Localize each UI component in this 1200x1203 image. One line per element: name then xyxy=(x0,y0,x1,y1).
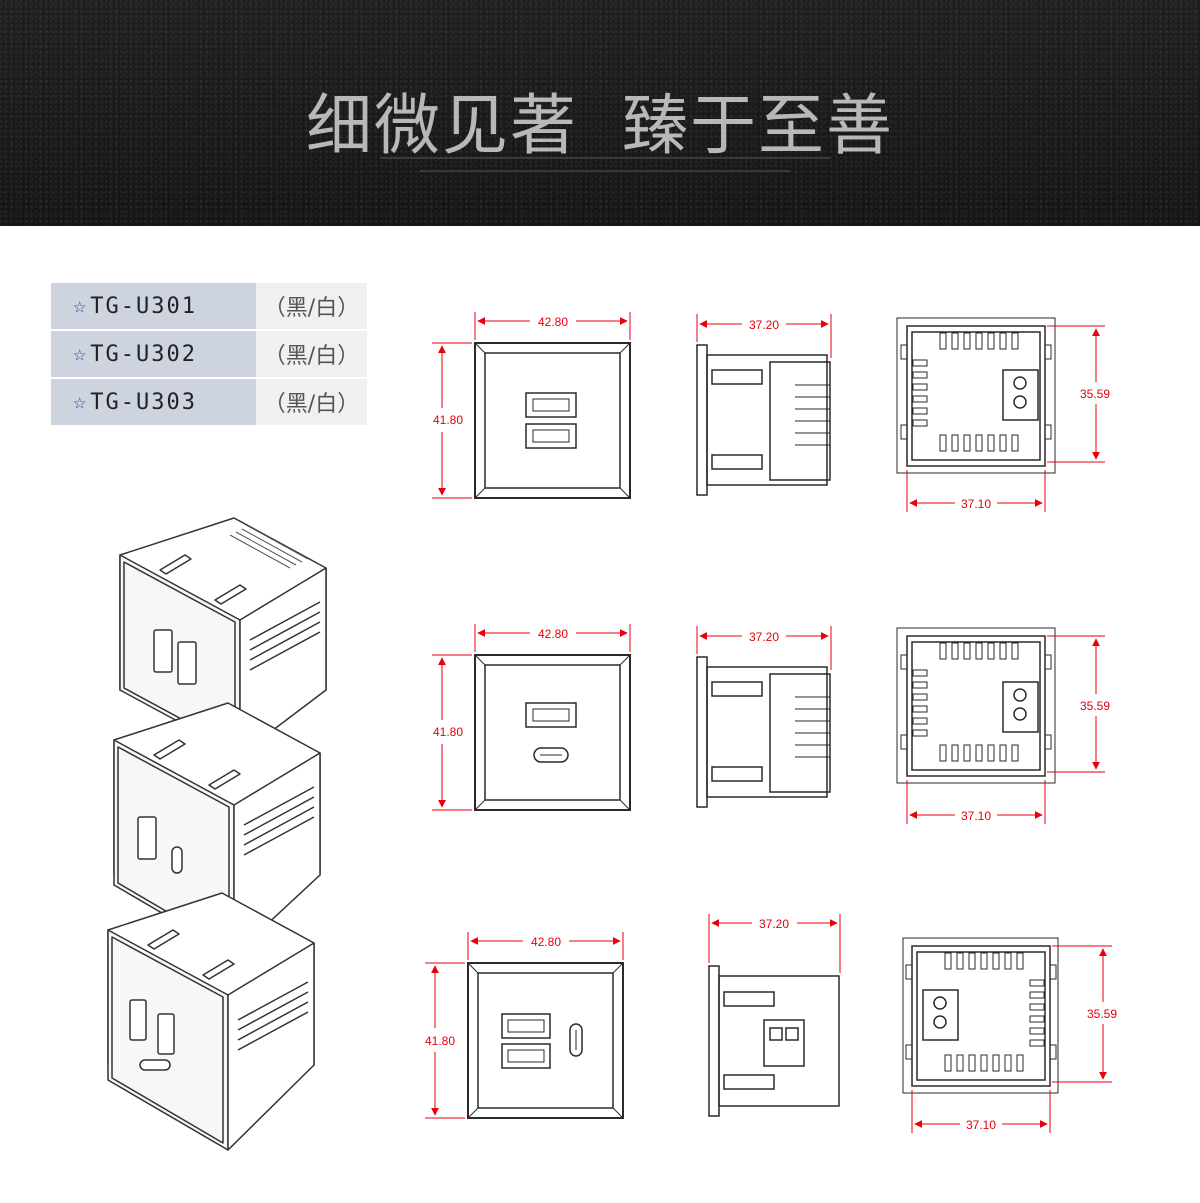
slogan-part-2: 臻于至善 xyxy=(622,87,894,164)
back-height-dimension: 35.59 xyxy=(1087,1007,1117,1021)
back-width-dimension: 37.10 xyxy=(961,809,991,823)
back-view xyxy=(902,937,1059,1094)
back-height-dimension: 35.59 xyxy=(1080,387,1110,401)
model-row: ☆TG-U301 （黑/白） xyxy=(51,283,367,329)
back-width-dimension: 37.10 xyxy=(966,1118,996,1132)
model-row: ☆TG-U303 （黑/白） xyxy=(51,379,367,425)
back-view xyxy=(896,317,1056,474)
star-icon: ☆ xyxy=(73,389,89,415)
back-width-dimension: 37.10 xyxy=(961,497,991,511)
front-view xyxy=(474,342,631,499)
front-width-dimension: 42.80 xyxy=(531,935,561,949)
model-name: TG-U303 xyxy=(90,389,197,415)
model-color: （黑/白） xyxy=(256,379,367,425)
slogan: 细微见著臻于至善 xyxy=(0,72,1200,168)
drawing-row-2: 42.80 41.80 37.20 xyxy=(432,624,1110,824)
star-icon: ☆ xyxy=(73,293,89,319)
product-u301-illustration xyxy=(119,517,327,756)
back-view xyxy=(896,627,1056,784)
model-row: ☆TG-U302 （黑/白） xyxy=(51,331,367,377)
slogan-part-1: 细微见著 xyxy=(306,87,578,164)
star-icon: ☆ xyxy=(73,341,89,367)
front-height-dimension: 41.80 xyxy=(433,725,463,739)
side-view xyxy=(696,344,831,496)
front-height-dimension: 41.80 xyxy=(433,413,463,427)
drawing-row-1: 42.80 41.80 37.20 xyxy=(432,312,1110,512)
front-width-dimension: 42.80 xyxy=(538,315,568,329)
product-u302-illustration xyxy=(113,702,321,956)
product-illustrations xyxy=(107,517,327,1151)
model-name: TG-U302 xyxy=(90,341,197,367)
front-view xyxy=(467,962,624,1119)
side-depth-dimension: 37.20 xyxy=(759,917,789,931)
model-color: （黑/白） xyxy=(256,331,367,377)
front-view xyxy=(474,654,631,811)
product-u303-illustration xyxy=(107,892,315,1151)
side-view xyxy=(708,965,840,1117)
model-list: ☆TG-U301 （黑/白） ☆TG-U302 （黑/白） ☆TG-U303 （… xyxy=(51,283,367,427)
side-depth-dimension: 37.20 xyxy=(749,630,779,644)
side-view xyxy=(696,656,831,808)
drawing-row-3: 42.80 41.80 37.20 xyxy=(425,914,1117,1133)
back-height-dimension: 35.59 xyxy=(1080,699,1110,713)
front-width-dimension: 42.80 xyxy=(538,627,568,641)
side-depth-dimension: 37.20 xyxy=(749,318,779,332)
model-color: （黑/白） xyxy=(256,283,367,329)
header-banner: 细微见著臻于至善 xyxy=(0,0,1200,226)
front-height-dimension: 41.80 xyxy=(425,1034,455,1048)
model-name: TG-U301 xyxy=(90,293,197,319)
decorative-subtext-line xyxy=(380,157,830,159)
decorative-subtext-line xyxy=(420,170,790,172)
